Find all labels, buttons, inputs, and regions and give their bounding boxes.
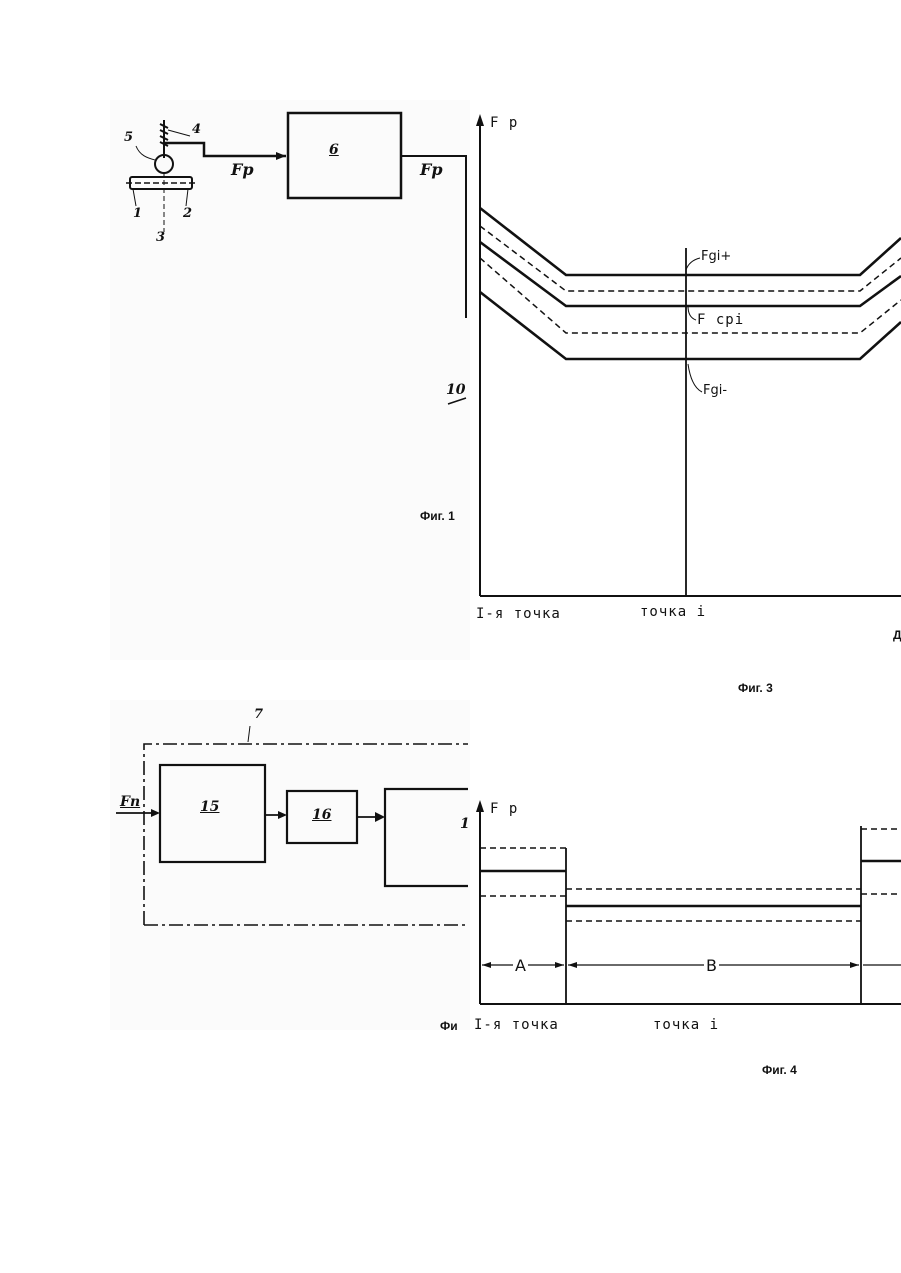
label-part-2: 2 <box>183 206 192 221</box>
label-signal-fp-left: Fp <box>231 160 254 179</box>
caption-fig3: Фиг. 3 <box>738 681 773 695</box>
caption-fig1: Фиг. 1 <box>420 509 455 523</box>
scan-region-fig2 <box>110 700 470 1030</box>
fig4-x-label-first: I-я точка <box>474 1017 559 1033</box>
fig4-dim-b-arrow-right <box>850 962 859 968</box>
fig3-x-label-point-i: точка i <box>640 604 706 620</box>
label-block-17-partial: 1 <box>460 816 470 832</box>
fig3-chart <box>476 114 901 596</box>
label-input-fn: Fn <box>120 794 140 810</box>
curve-lower-solid <box>480 292 901 359</box>
caption-fig4: Фиг. 4 <box>762 1063 797 1077</box>
fig3-y-axis-label: F p <box>490 115 518 131</box>
fig3-x-label-first: I-я точка <box>476 606 561 622</box>
curve-upper-solid <box>480 208 901 275</box>
label-block-10: 10 <box>446 382 465 398</box>
label-block-15: 15 <box>200 799 219 815</box>
leader-fgi-plus <box>686 258 700 270</box>
fig4-zone-b-label: B <box>704 956 719 975</box>
curve-lower-dashed <box>480 258 901 333</box>
fig4-dim-a-arrow-right <box>555 962 564 968</box>
label-part-3: 3 <box>156 230 165 245</box>
label-part-4: 4 <box>192 122 201 137</box>
fig4-dim-b-arrow-left <box>568 962 577 968</box>
fig4-y-axis-label: F p <box>490 801 518 817</box>
fig3-x-label-right-partial: Д <box>893 628 901 642</box>
label-block-16: 16 <box>312 807 331 823</box>
label-fcpi: F cpi <box>697 312 744 328</box>
label-fgi-minus: Fgi- <box>703 383 727 398</box>
fig4-x-label-point-i: точка i <box>653 1017 719 1033</box>
leader-fcpi <box>688 306 696 320</box>
label-part-5: 5 <box>124 130 133 145</box>
leader-fgi-minus <box>688 364 702 392</box>
label-part-1: 1 <box>133 206 142 221</box>
fig3-y-arrow <box>476 114 484 126</box>
fig4-chart <box>476 800 901 1004</box>
fig4-y-arrow <box>476 800 484 812</box>
label-fgi-plus: Fgi+ <box>701 249 731 264</box>
fig4-dim-a-arrow-left <box>482 962 491 968</box>
caption-fig2-partial: Фи <box>440 1019 458 1033</box>
label-signal-fp-right: Fp <box>420 160 443 179</box>
fig4-zone-a-label: A <box>513 956 528 975</box>
label-block-6: 6 <box>329 142 339 158</box>
label-frame-7: 7 <box>254 707 263 722</box>
